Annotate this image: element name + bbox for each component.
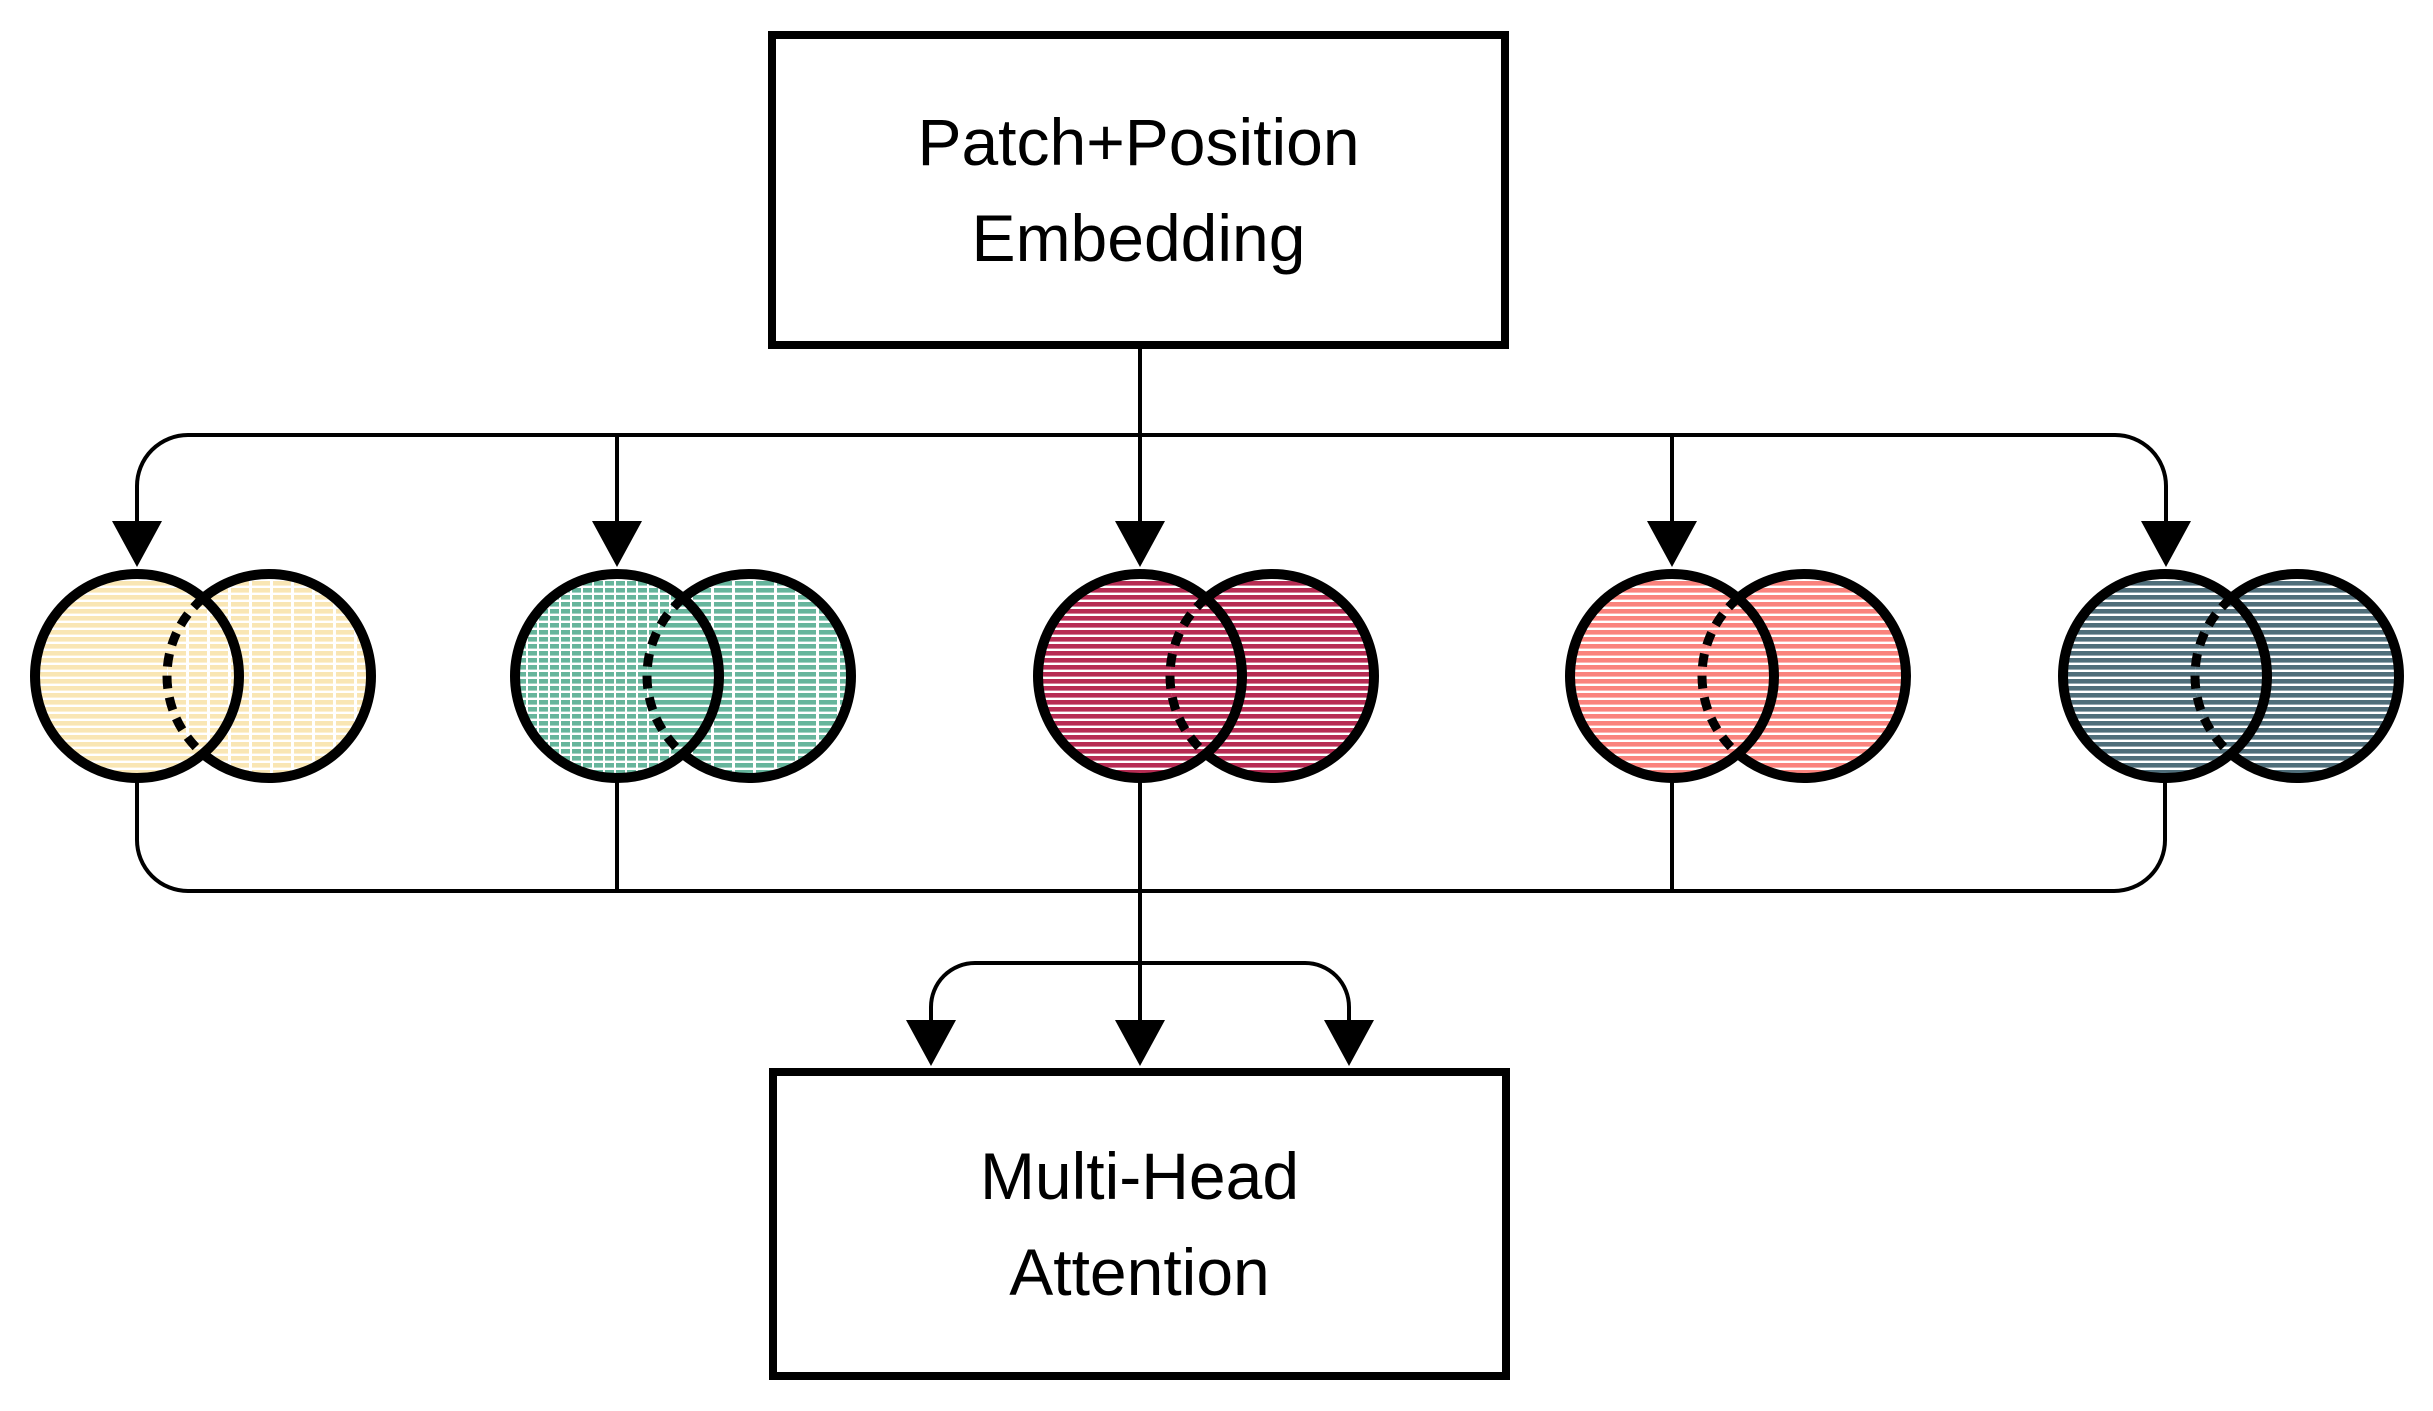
right-circle-outline <box>1734 569 1911 783</box>
left-circle-outline <box>1033 569 1247 783</box>
distribution-right-elbow <box>2114 433 2168 521</box>
node-label-line: Patch+Position <box>917 105 1360 179</box>
overlap-lens <box>646 598 720 754</box>
down-arrowhead-icon <box>1647 521 1697 567</box>
multi-head-attention-node: Multi-Head Attention <box>769 1068 1510 1380</box>
down-arrowhead-icon <box>112 521 162 567</box>
right-circle-outline <box>199 569 376 783</box>
head-pair-3 <box>1033 569 1379 783</box>
down-arrowhead-icon <box>1115 1020 1165 1066</box>
node-label-line: Multi-Head <box>979 1139 1300 1213</box>
overlap-lens <box>1701 598 1775 754</box>
head-pair-1 <box>30 569 376 783</box>
overlap-lens <box>166 598 240 754</box>
down-arrowhead-icon <box>906 1020 956 1066</box>
patch-position-embedding-node: Patch+Position Embedding <box>768 31 1509 349</box>
down-arrowhead-icon <box>1115 521 1165 567</box>
left-circle-outline <box>2058 569 2272 783</box>
merge-bracket <box>929 961 1351 1021</box>
hidden-edge-dashed-arc <box>1165 594 1209 758</box>
down-arrowhead-icon <box>2141 521 2191 567</box>
down-arrowhead-icon <box>592 521 642 567</box>
hidden-edge-dashed-arc <box>2190 594 2234 758</box>
head-pairs-layer <box>30 569 2404 783</box>
head-pair-5 <box>2058 569 2404 783</box>
overlap-lens <box>1169 598 1243 754</box>
left-circle-outline <box>510 569 724 783</box>
down-arrowhead-icon <box>1324 1020 1374 1066</box>
collect-left-elbow <box>135 778 189 893</box>
right-circle-outline <box>1202 569 1379 783</box>
right-circle-outline <box>679 569 856 783</box>
left-circle-outline <box>1565 569 1779 783</box>
hidden-edge-dashed-arc <box>1697 594 1741 758</box>
head-pair-4 <box>1565 569 1911 783</box>
hidden-edge-dashed-arc <box>162 594 206 758</box>
left-circle-outline <box>30 569 244 783</box>
right-circle-outline <box>2227 569 2404 783</box>
head-pair-2 <box>510 569 856 783</box>
collect-right-elbow <box>2113 778 2167 893</box>
hidden-edge-dashed-arc <box>642 594 686 758</box>
node-label-line: Embedding <box>971 201 1306 275</box>
overlap-lens <box>2194 598 2268 754</box>
node-label-line: Attention <box>1009 1235 1270 1309</box>
distribution-left-elbow <box>135 433 189 521</box>
connector-layer <box>112 349 2191 1066</box>
